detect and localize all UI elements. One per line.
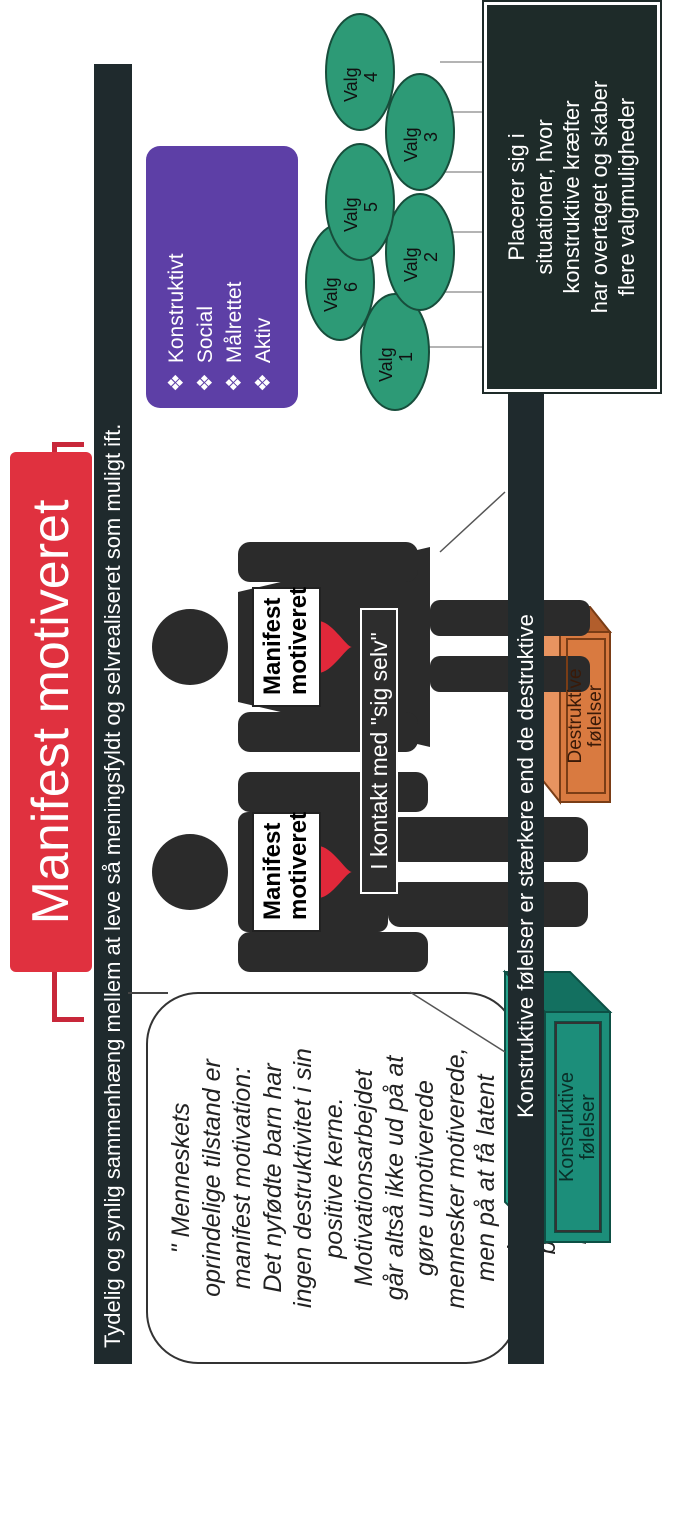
choice-leaf: Valg 1: [361, 294, 429, 410]
label-line: motiveret: [286, 599, 312, 695]
diamond-bullet-icon: ❖: [165, 373, 188, 392]
person-right-label: Manifest motiveret: [252, 587, 321, 707]
label-line: Manifest: [260, 824, 286, 920]
qualities-list: ❖ Konstruktivt ❖ Social ❖ Målrettet ❖ Aktiv: [164, 162, 276, 392]
qualities-box: ❖ Konstruktivt ❖ Social ❖ Målrettet ❖ Aktiv: [146, 146, 298, 408]
choice-leaf: Valg 3: [386, 74, 454, 190]
label-line: Manifest: [260, 599, 286, 695]
diamond-bullet-icon: ❖: [194, 373, 217, 392]
quality-label: Konstruktivt: [165, 253, 188, 363]
choices-text-line: konstruktive kræfter: [558, 21, 586, 373]
choice-num: 1: [396, 352, 416, 362]
bottom-statement: Konstruktive følelser er stærkere end de…: [508, 368, 544, 1364]
diamond-bullet-icon: ❖: [252, 373, 275, 392]
quality-label: Målrettet: [223, 281, 246, 363]
choices-text-line: flere valgmuligheder: [613, 21, 641, 373]
quality-label: Social: [194, 306, 217, 363]
constructive-label-line: følelser: [578, 1094, 599, 1160]
choice-num: 5: [361, 202, 381, 212]
diamond-bullet-icon: ❖: [223, 373, 246, 392]
choices-text-line: Placerer sig i: [503, 21, 531, 373]
choices-text-line: situationer, hvor: [531, 21, 559, 373]
destructive-box-label: Destruktive følelser: [566, 638, 606, 794]
destructive-label-line: Destruktive: [566, 668, 586, 763]
quality-item: ❖ Aktiv: [251, 162, 276, 392]
choice-label: Valg: [401, 247, 421, 282]
choice-label: Valg: [341, 197, 361, 232]
choice-num: 2: [421, 252, 441, 262]
choice-num: 6: [341, 282, 361, 292]
choice-leaf: Valg 4: [326, 14, 394, 130]
choices-text-box: Placerer sig i situationer, hvor konstru…: [484, 2, 660, 392]
quality-item: ❖ Konstruktivt: [164, 162, 189, 392]
quality-item: ❖ Målrettet: [222, 162, 247, 392]
destructive-label-line: følelser: [586, 685, 606, 747]
choices-text-line: har overtaget og skaber: [586, 21, 614, 373]
choice-num: 3: [421, 132, 441, 142]
quality-item: ❖ Social: [193, 162, 218, 392]
quality-label: Aktiv: [252, 318, 275, 364]
person-left-label: Manifest motiveret: [252, 812, 321, 932]
choice-leaf: Valg 5: [326, 144, 394, 260]
constructive-label-line: Konstruktive: [557, 1072, 578, 1182]
contact-bar: I kontakt med "sig selv": [360, 608, 398, 894]
choice-label: Valg: [341, 67, 361, 102]
choice-num: 4: [361, 72, 381, 82]
choice-label: Valg: [401, 127, 421, 162]
constructive-box-label: Konstruktive følelser: [555, 1022, 601, 1232]
choice-leaf: Valg 2: [386, 194, 454, 310]
label-line: motiveret: [286, 824, 312, 920]
choice-label: Valg: [321, 277, 341, 312]
choice-label: Valg: [376, 347, 396, 382]
